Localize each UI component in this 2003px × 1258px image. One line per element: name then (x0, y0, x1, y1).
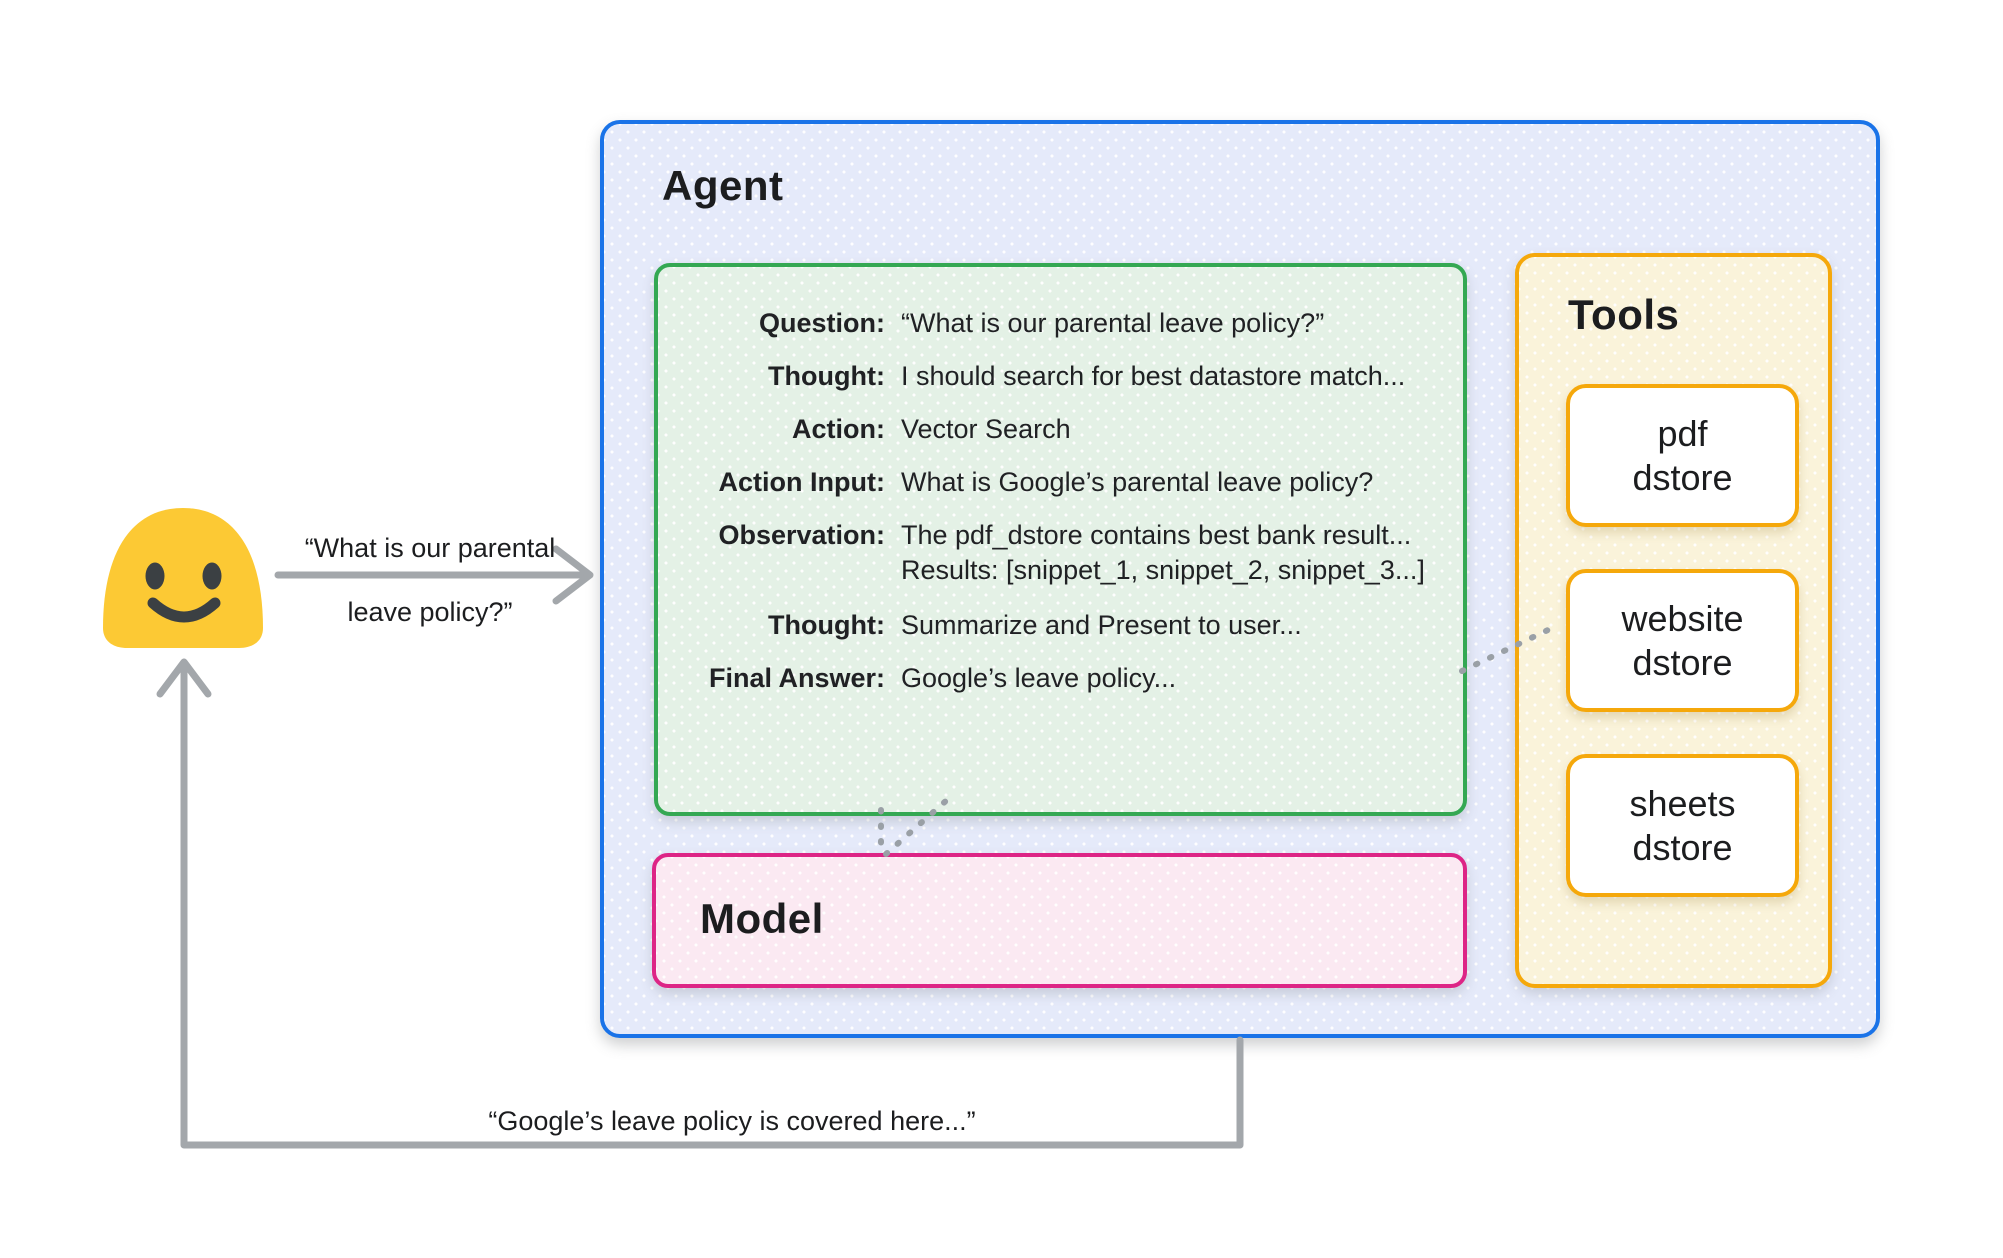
row-label: Action: (792, 414, 885, 444)
scratchpad-row-thought-2: Thought: Summarize and Present to user..… (658, 605, 1463, 645)
tool-label-line2: dstore (1632, 456, 1733, 498)
scratchpad-row-question: Question: “What is our parental leave po… (658, 303, 1463, 343)
row-label: Question: (759, 308, 885, 338)
tool-label-line1: website (1621, 597, 1744, 639)
row-label: Final Answer: (708, 663, 885, 693)
scratchpad-panel: Question: “What is our parental leave po… (654, 263, 1467, 816)
response-arrow-label: “Google’s leave policy is covered here..… (488, 1106, 976, 1136)
row-value: “What is our parental leave policy?” (901, 308, 1325, 338)
row-label: Thought: (768, 361, 885, 391)
model-panel: Model (652, 853, 1467, 988)
row-value: Summarize and Present to user... (901, 610, 1302, 640)
tool-label-line1: sheets (1629, 782, 1736, 824)
scratchpad-row-action-input: Action Input: What is Google’s parental … (658, 462, 1463, 502)
row-value: Vector Search (901, 414, 1071, 444)
row-value: What is Google’s parental leave policy? (901, 467, 1374, 497)
agent-title: Agent (662, 162, 784, 209)
row-label: Observation: (718, 520, 885, 550)
request-arrow-label: “What is our parental leave policy?” (250, 500, 610, 628)
row-label: Action Input: (718, 467, 885, 497)
right-eye (202, 562, 222, 590)
row-value: The pdf_dstore contains best bank result… (901, 520, 1412, 550)
left-eye (145, 562, 165, 590)
smile (147, 597, 221, 623)
scratchpad-row-action: Action: Vector Search (658, 409, 1463, 449)
row-value-continued: Results: [snippet_1, snippet_2, snippet_… (901, 555, 1425, 585)
tools-title: Tools (1568, 291, 1680, 338)
scratchpad-row-final-answer: Final Answer: Google’s leave policy... (658, 658, 1463, 698)
model-title: Model (700, 895, 824, 942)
scratchpad-row-thought-1: Thought: I should search for best datast… (658, 356, 1463, 396)
tool-label-line2: dstore (1632, 641, 1733, 683)
request-label-line2: leave policy?” (347, 597, 513, 627)
tool-label-line2: dstore (1632, 826, 1733, 868)
scratchpad-row-observation: Observation: The pdf_dstore contains bes… (658, 515, 1463, 555)
blob-smiley-head (103, 508, 263, 648)
row-value: Google’s leave policy... (901, 663, 1177, 693)
row-label: Thought: (768, 610, 885, 640)
tool-label-line1: pdf (1657, 412, 1708, 454)
request-label-line1: “What is our parental (304, 533, 556, 563)
user-emoji (103, 508, 263, 648)
scratchpad-row-observation-results: Results: [snippet_1, snippet_2, snippet_… (658, 550, 1463, 590)
row-value: I should search for best datastore match… (901, 361, 1406, 391)
